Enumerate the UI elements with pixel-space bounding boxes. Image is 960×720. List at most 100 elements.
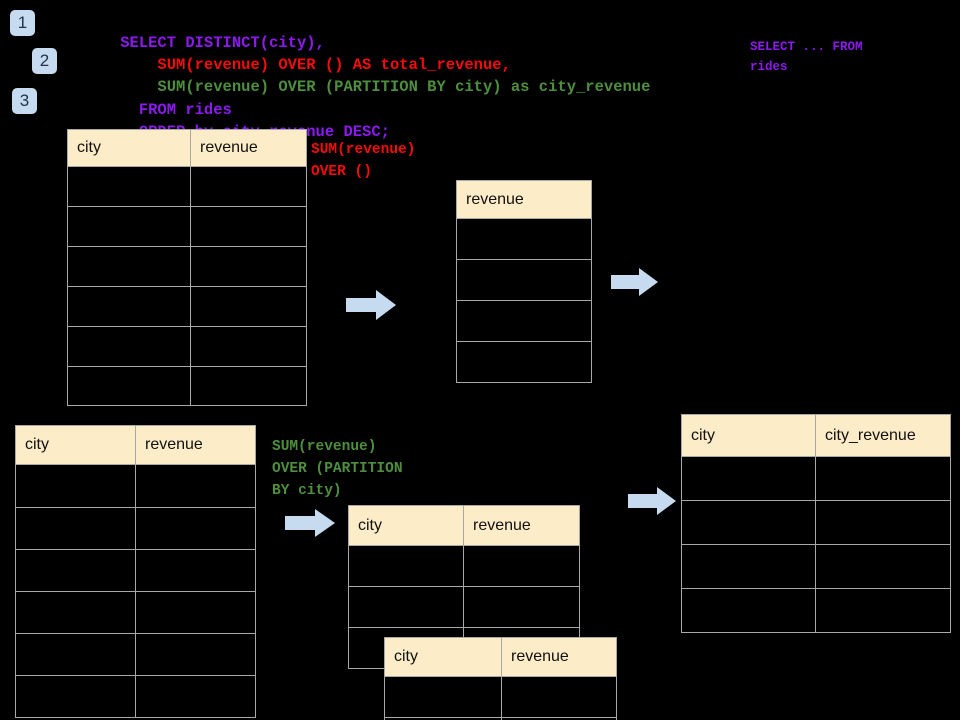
- table-partition-back: city revenue: [348, 505, 580, 669]
- cell-city: [681, 544, 816, 589]
- table-row: [15, 464, 256, 508]
- column-header-city: city: [384, 637, 502, 677]
- cell-revenue: [463, 586, 580, 628]
- cell-city: [681, 456, 816, 501]
- table-header-row: city revenue: [67, 129, 307, 167]
- table-row: [67, 326, 307, 367]
- column-header-city-revenue: city_revenue: [815, 414, 951, 457]
- column-header-city: city: [681, 414, 816, 457]
- cell-city: [15, 675, 136, 718]
- cell-city: [15, 507, 136, 550]
- arrow-source-to-total-icon: [346, 290, 396, 320]
- arrow-source2-to-partition-icon: [285, 509, 335, 537]
- cell-revenue: [463, 545, 580, 587]
- sql-line-city-revenue: SUM(revenue) OVER (PARTITION BY city) as…: [83, 55, 650, 120]
- sql-line-from: FROM rides: [83, 78, 232, 143]
- table-row: [384, 676, 617, 718]
- table-final-result: city city_revenue: [681, 414, 951, 633]
- column-header-revenue: revenue: [456, 180, 592, 219]
- cell-revenue: [135, 675, 256, 718]
- table-row: [348, 545, 580, 587]
- table-row: [456, 341, 592, 383]
- table-header-row: revenue: [456, 180, 592, 219]
- table-partition-front: city revenue: [384, 637, 617, 720]
- cell-city: [15, 633, 136, 676]
- arrow-total-to-final-icon: [611, 268, 658, 296]
- table-row: [15, 591, 256, 634]
- table-header-row: city city_revenue: [681, 414, 951, 457]
- cell-city: [67, 206, 191, 247]
- cell-city-revenue: [815, 500, 951, 545]
- column-header-revenue: revenue: [190, 129, 307, 167]
- cell-revenue: [135, 633, 256, 676]
- cell-revenue: [190, 206, 307, 247]
- annotation-city-revenue: SUM(revenue) OVER (PARTITION BY city): [272, 439, 403, 499]
- table-row: [15, 549, 256, 592]
- cell-city: [67, 326, 191, 367]
- cell-city: [384, 676, 502, 718]
- column-header-revenue: revenue: [463, 505, 580, 546]
- step-badge-2: 2: [32, 48, 57, 74]
- table-row: [15, 507, 256, 550]
- sql-text-select: SELECT DISTINCT(city),: [120, 33, 325, 52]
- cell-revenue: [190, 326, 307, 367]
- column-header-revenue: revenue: [501, 637, 617, 677]
- cell-revenue: [456, 259, 592, 301]
- table-row: [681, 456, 951, 501]
- table-row: [456, 218, 592, 260]
- table-row: [681, 544, 951, 589]
- cell-revenue: [190, 366, 307, 406]
- cell-revenue: [135, 507, 256, 550]
- cell-city: [67, 286, 191, 327]
- step-badge-3: 3: [12, 88, 37, 114]
- sql-text-city-revenue: SUM(revenue) OVER (PARTITION BY city) as…: [120, 77, 651, 96]
- cell-revenue: [190, 166, 307, 207]
- side-note-select-from: SELECT ... FROM: [750, 40, 863, 54]
- table-row: [67, 286, 307, 327]
- cell-city: [348, 586, 464, 628]
- cell-revenue: [190, 246, 307, 287]
- table-row: [67, 246, 307, 287]
- arrow-partition-to-final-icon: [628, 487, 676, 515]
- table-rides-source: city revenue: [67, 129, 307, 406]
- table-header-row: city revenue: [348, 505, 580, 546]
- side-note-rides: rides: [750, 60, 788, 74]
- table-row: [15, 633, 256, 676]
- sql-line-total-revenue: SUM(revenue) OVER () AS total_revenue,: [83, 33, 510, 98]
- cell-revenue: [456, 300, 592, 342]
- table-row: [681, 500, 951, 545]
- table-total-revenue: revenue: [456, 180, 592, 383]
- table-header-row: city revenue: [384, 637, 617, 677]
- column-header-city: city: [348, 505, 464, 546]
- cell-revenue: [135, 464, 256, 508]
- table-row: [15, 675, 256, 718]
- cell-revenue: [501, 717, 617, 720]
- cell-city: [681, 500, 816, 545]
- cell-city-revenue: [815, 544, 951, 589]
- cell-city: [15, 549, 136, 592]
- table-rides-source-2: city revenue: [15, 425, 256, 718]
- step-badge-1: 1: [10, 10, 35, 36]
- cell-city: [15, 591, 136, 634]
- table-row: [681, 588, 951, 633]
- cell-revenue: [190, 286, 307, 327]
- cell-city-revenue: [815, 456, 951, 501]
- column-header-city: city: [15, 425, 136, 465]
- table-row: [348, 586, 580, 628]
- cell-city-revenue: [815, 588, 951, 633]
- table-row: [384, 717, 617, 720]
- table-row: [67, 206, 307, 247]
- table-row: [67, 166, 307, 207]
- table-header-row: city revenue: [15, 425, 256, 465]
- column-header-revenue: revenue: [135, 425, 256, 465]
- cell-city: [67, 246, 191, 287]
- column-header-city: city: [67, 129, 191, 167]
- cell-city: [67, 366, 191, 406]
- table-row: [456, 300, 592, 342]
- cell-city: [67, 166, 191, 207]
- cell-city: [348, 545, 464, 587]
- cell-revenue: [135, 549, 256, 592]
- sql-line-select: SELECT DISTINCT(city),: [83, 11, 325, 76]
- table-row: [456, 259, 592, 301]
